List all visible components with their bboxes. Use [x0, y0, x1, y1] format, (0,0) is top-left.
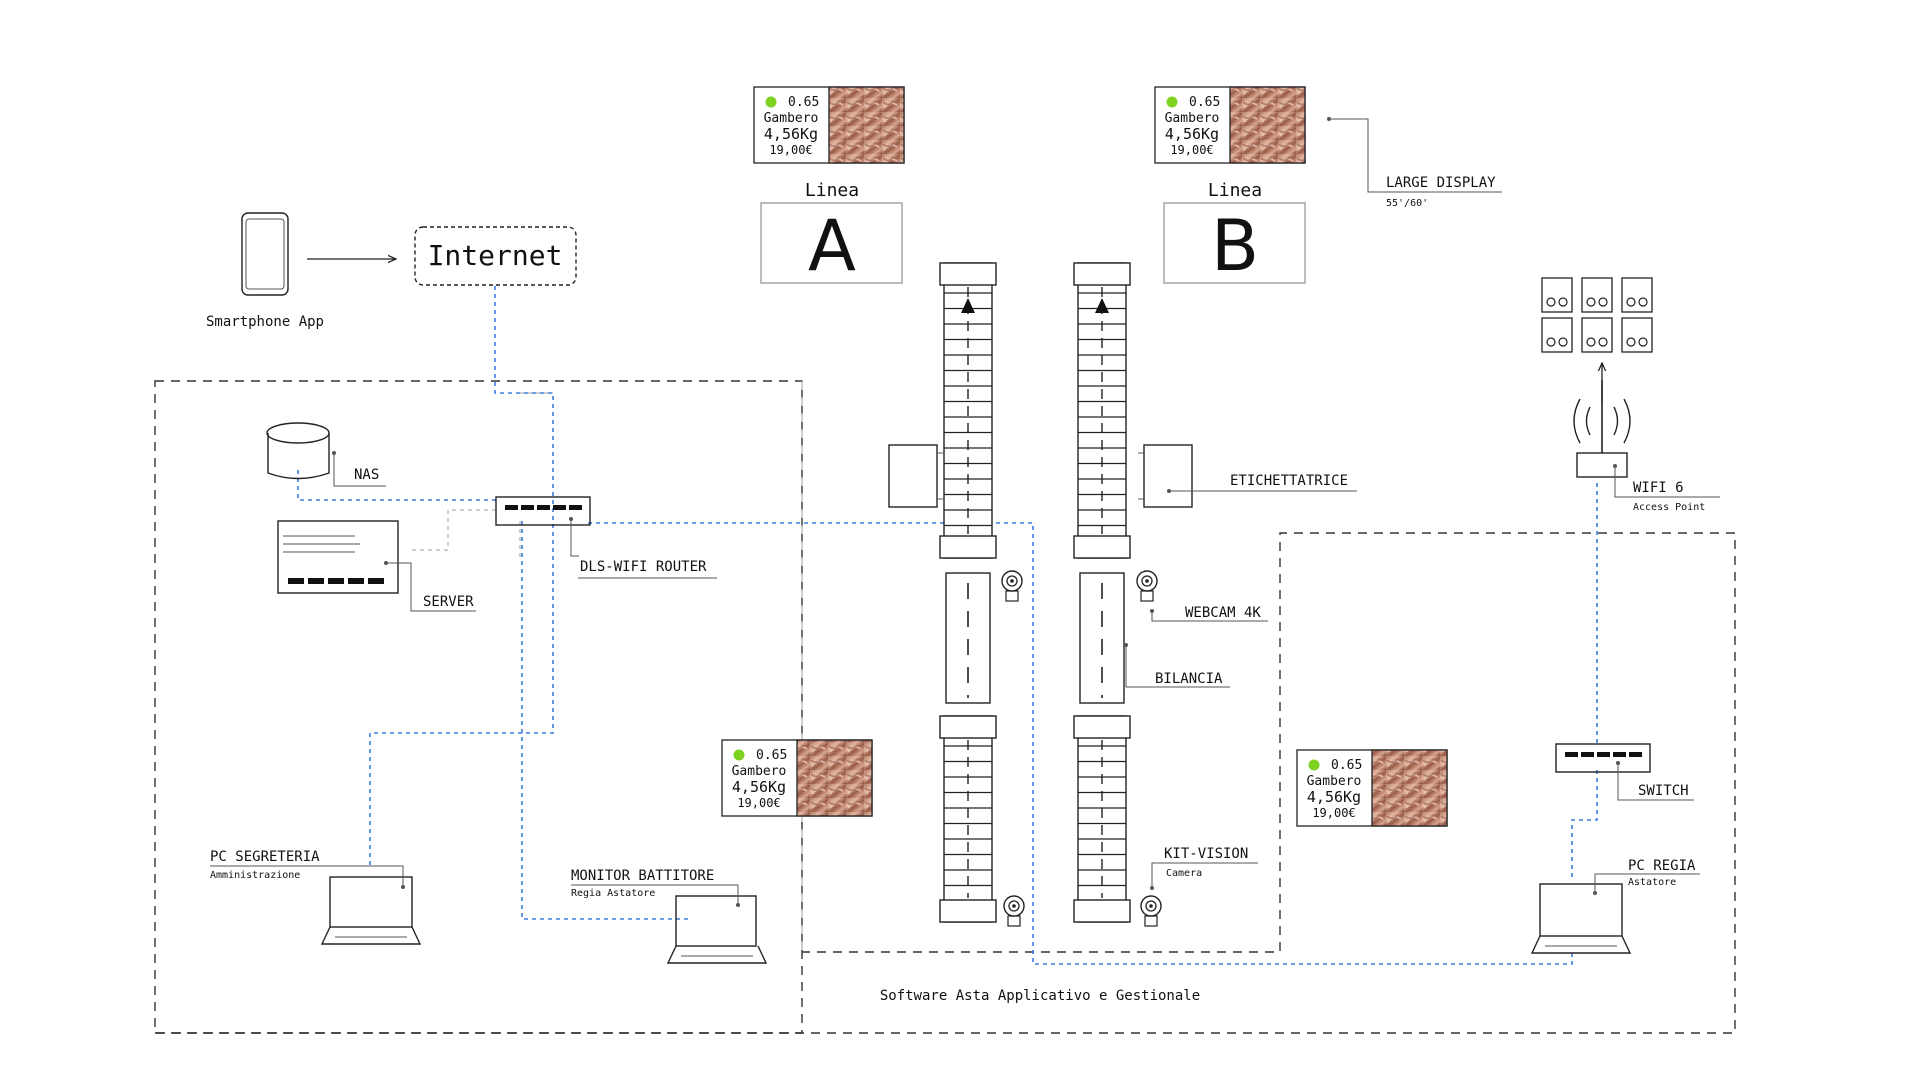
labeler-right-icon — [1143, 444, 1193, 508]
pc-segreteria-sub: Amministrazione — [210, 870, 300, 881]
kit-vision-label: KIT-VISION — [1164, 846, 1248, 862]
wifi-unit-3 — [1621, 277, 1653, 313]
display-card-regia-weight: 4,56Kg — [1307, 788, 1361, 806]
line-b-letter-text: B — [1211, 205, 1259, 287]
wifi-client-units — [1541, 277, 1653, 353]
webcam-b-icon — [1136, 570, 1158, 602]
wifi-unit-5 — [1581, 317, 1613, 353]
display-card-office-weight: 4,56Kg — [732, 778, 786, 796]
office-zone — [154, 380, 803, 1034]
display-card-line-b-product: Gambero — [1165, 111, 1220, 126]
internet-label: Internet — [428, 239, 563, 272]
etichettatrice-label: ETICHETTATRICE — [1230, 473, 1348, 489]
main-zone — [155, 532, 1736, 1034]
conveyor-b-infeed-belt — [1073, 262, 1131, 559]
display-card-line-a-photo — [828, 86, 905, 164]
line-b-caption: Linea — [1208, 180, 1262, 201]
large-display-sub: 55'/60' — [1386, 198, 1428, 209]
display-card-line-a-total: 19,00€ — [769, 143, 812, 157]
kit-vision-sub: Camera — [1166, 868, 1202, 879]
line-a-caption: Linea — [805, 180, 859, 201]
scale-b — [1079, 572, 1125, 704]
monitor-battitore-sub: Regia Astatore — [571, 888, 655, 899]
server-label: SERVER — [423, 594, 474, 610]
webcam-a-icon — [1001, 570, 1023, 602]
network-links — [297, 286, 1598, 965]
router-label: DLS-WIFI ROUTER — [580, 559, 707, 575]
kit-vision-b-icon — [1140, 895, 1162, 927]
switch-label: SWITCH — [1638, 783, 1689, 799]
pc-regia-label: PC REGIA — [1628, 858, 1696, 874]
kit-vision-a-icon — [1003, 895, 1025, 927]
pc-regia-sub: Astatore — [1628, 877, 1676, 888]
wifi-unit-4 — [1541, 317, 1573, 353]
wifi-label: WIFI 6 — [1633, 480, 1684, 496]
display-card-regia-total: 19,00€ — [1312, 806, 1355, 820]
conveyor-a — [939, 262, 997, 923]
display-card-line-a-product: Gambero — [764, 111, 819, 126]
direction-arrow-a — [961, 298, 975, 313]
wifi-unit-1 — [1541, 277, 1573, 313]
line-a-sign — [760, 202, 903, 284]
display-card-office-status-dot — [733, 749, 745, 761]
footer-label: Software Asta Applicativo e Gestionale — [880, 988, 1200, 1004]
conveyor-b-outfeed-belt — [1073, 715, 1131, 923]
wifi-access-point-icon — [1573, 380, 1631, 478]
monitor-battitore-icon — [666, 895, 768, 964]
display-card-line-a-weight: 4,56Kg — [764, 125, 818, 143]
internet-cloud — [414, 226, 577, 286]
conveyor-a-outfeed-belt — [939, 715, 997, 923]
display-card-line-b-status-dot — [1166, 96, 1178, 108]
webcams — [1001, 570, 1162, 927]
smartphone-label: Smartphone App — [206, 314, 324, 330]
display-card-regia-price: 0.65 — [1331, 758, 1362, 773]
pc-segreteria-icon — [320, 876, 422, 945]
wifi-unit-6 — [1621, 317, 1653, 353]
display-card-line-b-total: 19,00€ — [1170, 143, 1213, 157]
conveyor-b — [1073, 262, 1131, 923]
bilancia-label: BILANCIA — [1155, 671, 1223, 687]
display-card-regia-product: Gambero — [1307, 774, 1362, 789]
display-card-line-b-photo — [1229, 86, 1306, 164]
wifi-sub: Access Point — [1633, 502, 1705, 513]
nas-icon — [266, 422, 330, 480]
large-display-label: LARGE DISPLAY — [1386, 175, 1496, 191]
line-a-letter-text: A — [808, 205, 856, 287]
pc-segreteria-label: PC SEGRETERIA — [210, 849, 320, 865]
nas-label: NAS — [354, 467, 379, 483]
display-card-office-price: 0.65 — [756, 748, 787, 763]
labeler-left-icon — [888, 444, 938, 508]
display-card-office-product: Gambero — [732, 764, 787, 779]
conveyors — [939, 262, 1131, 923]
display-card-office-total: 19,00€ — [737, 796, 780, 810]
display-card-regia-status-dot — [1308, 759, 1320, 771]
router-icon — [495, 496, 591, 526]
display-card-regia-photo — [1371, 749, 1448, 827]
webcam-label: WEBCAM 4K — [1185, 605, 1261, 621]
server-icon — [277, 520, 399, 594]
direction-arrow-b — [1095, 298, 1109, 313]
pc-regia-icon — [1530, 883, 1632, 954]
smartphone-icon — [241, 212, 289, 296]
wifi-unit-2 — [1581, 277, 1613, 313]
display-card-line-a-status-dot — [765, 96, 777, 108]
monitor-battitore-label: MONITOR BATTITORE — [571, 868, 714, 884]
line-b-sign — [1163, 202, 1306, 284]
display-card-office-photo — [796, 739, 873, 817]
switch-icon — [1555, 743, 1651, 773]
display-card-line-b-price: 0.65 — [1189, 95, 1220, 110]
display-card-line-a-price: 0.65 — [788, 95, 819, 110]
display-cards: 0.65Gambero4,56Kg19,00€0.65Gambero4,56Kg… — [721, 86, 1448, 827]
display-card-line-b-weight: 4,56Kg — [1165, 125, 1219, 143]
scale-a — [945, 572, 991, 704]
